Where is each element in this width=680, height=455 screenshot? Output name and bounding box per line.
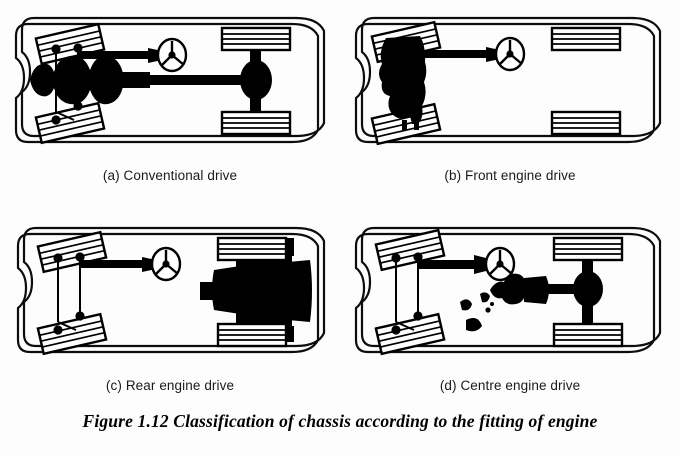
differential-d bbox=[573, 271, 603, 307]
panel-label-c: (c) Rear engine drive bbox=[105, 378, 235, 393]
panel-rear-engine-drive: (c) Rear engine drive bbox=[0, 210, 340, 410]
chassis-diagram-a bbox=[0, 2, 340, 167]
steering-column-b bbox=[420, 36, 526, 72]
chassis-svg-c bbox=[16, 226, 326, 356]
body-outline-b bbox=[354, 16, 662, 144]
chassis-diagram-b bbox=[340, 2, 680, 167]
steering-column-d bbox=[418, 246, 516, 282]
propeller-shaft-d bbox=[542, 284, 590, 294]
front-wheels-d bbox=[374, 228, 446, 356]
engine-gearbox-assembly-a bbox=[30, 55, 150, 105]
rear-axle-assembly-a bbox=[240, 38, 272, 124]
chassis-svg-b bbox=[354, 16, 662, 146]
body-outline-c bbox=[16, 226, 326, 354]
body-outline-a bbox=[14, 16, 326, 144]
panel-centre-engine-drive: (d) Centre engine drive bbox=[340, 210, 680, 410]
chassis-diagram-c bbox=[0, 210, 340, 375]
body-outline-d bbox=[354, 226, 662, 354]
propeller-shaft-a bbox=[148, 75, 256, 85]
chassis-diagram-d bbox=[340, 210, 680, 375]
front-wheels-c bbox=[36, 230, 108, 356]
panel-front-engine-drive: (b) Front engine drive bbox=[340, 2, 680, 202]
panel-label-d: (d) Centre engine drive bbox=[439, 378, 581, 393]
chassis-svg-d bbox=[354, 226, 662, 356]
steering-column-a bbox=[78, 37, 188, 73]
rear-axle-assembly-d bbox=[573, 248, 603, 340]
rear-wheels-a bbox=[220, 26, 292, 136]
figure-caption: Figure 1.12 Classification of chassis ac… bbox=[82, 411, 598, 431]
panel-conventional-drive: (a) Conventional drive bbox=[0, 2, 340, 202]
panel-label-a: (a) Conventional drive bbox=[102, 168, 238, 183]
rear-wheels-d bbox=[552, 236, 624, 348]
centre-engine-assembly-d bbox=[460, 273, 549, 332]
rear-wheels-b bbox=[550, 26, 622, 136]
engine-transaxle-assembly-b bbox=[379, 36, 427, 130]
steering-column-c bbox=[80, 246, 182, 282]
rear-wheels-c bbox=[216, 236, 288, 348]
panel-label-b: (b) Front engine drive bbox=[444, 168, 576, 183]
chassis-svg-a bbox=[14, 16, 326, 145]
steering-linkage-d bbox=[391, 252, 423, 335]
differential-a bbox=[240, 60, 272, 100]
